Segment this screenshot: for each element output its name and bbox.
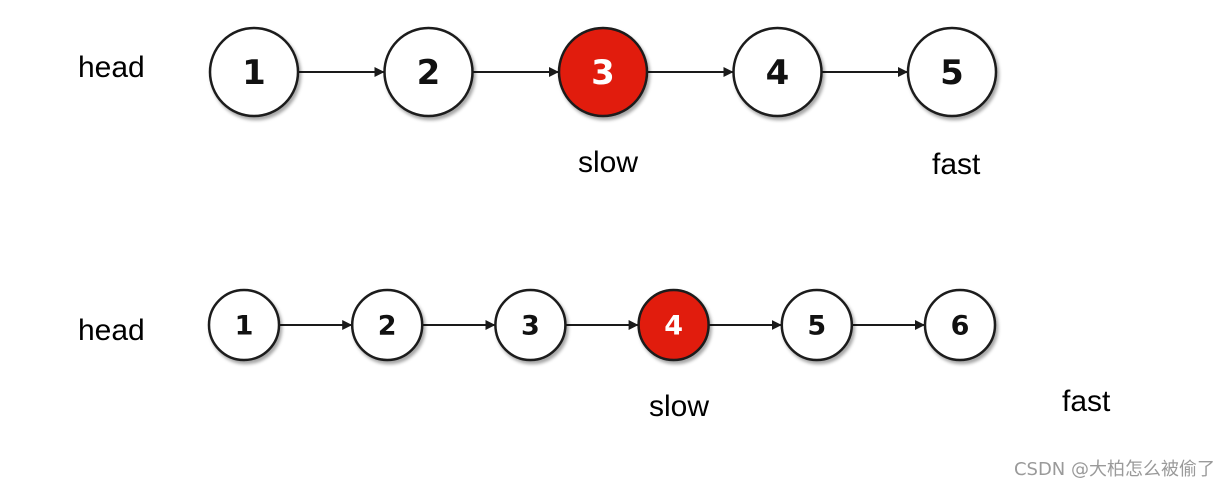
list-node-highlighted: 4	[637, 288, 710, 362]
node-circle	[207, 288, 281, 362]
list-node: 6	[923, 288, 997, 362]
node-circle	[906, 26, 998, 118]
list-odd-nodes: 1 2 3 4 5	[208, 26, 998, 118]
node-value: 5	[807, 311, 826, 342]
list-node: 1	[208, 26, 300, 118]
list-odd: head 1 2 3 4 5 slow fast	[78, 26, 998, 181]
node-value: 2	[378, 311, 397, 342]
node-circle	[780, 288, 854, 362]
node-value: 3	[591, 53, 615, 93]
node-circle	[557, 26, 649, 118]
node-circle	[732, 26, 823, 118]
list-node: 4	[732, 26, 823, 118]
list-node: 5	[780, 288, 854, 362]
node-circle	[923, 288, 997, 362]
list-node: 1	[207, 288, 281, 362]
node-value: 4	[766, 53, 790, 93]
fast-pointer-label: fast	[932, 148, 981, 181]
fast-pointer-label: fast	[1062, 385, 1111, 418]
list-node: 2	[383, 26, 474, 118]
node-value: 4	[664, 311, 683, 342]
node-value: 6	[951, 311, 970, 342]
list-node-highlighted: 3	[557, 26, 649, 118]
node-value: 5	[940, 53, 964, 93]
node-value: 2	[417, 53, 441, 93]
list-even: head 1 2 3 4 5 6 slow fast	[78, 288, 1111, 423]
node-value: 1	[242, 53, 266, 93]
node-circle	[637, 288, 710, 362]
list-even-nodes: 1 2 3 4 5 6	[207, 288, 997, 362]
head-pointer-label: head	[78, 51, 145, 84]
slow-pointer-label: slow	[578, 146, 638, 179]
list-node: 5	[906, 26, 998, 118]
node-value: 3	[521, 311, 540, 342]
list-node: 2	[350, 288, 424, 362]
node-circle	[383, 26, 474, 118]
slow-pointer-label: slow	[649, 390, 709, 423]
node-value: 1	[235, 311, 254, 342]
node-circle	[208, 26, 300, 118]
head-pointer-label: head	[78, 314, 145, 347]
node-circle	[494, 288, 567, 362]
node-circle	[350, 288, 424, 362]
list-node: 3	[494, 288, 567, 362]
csdn-watermark: CSDN @大柏怎么被偷了	[1013, 459, 1215, 480]
